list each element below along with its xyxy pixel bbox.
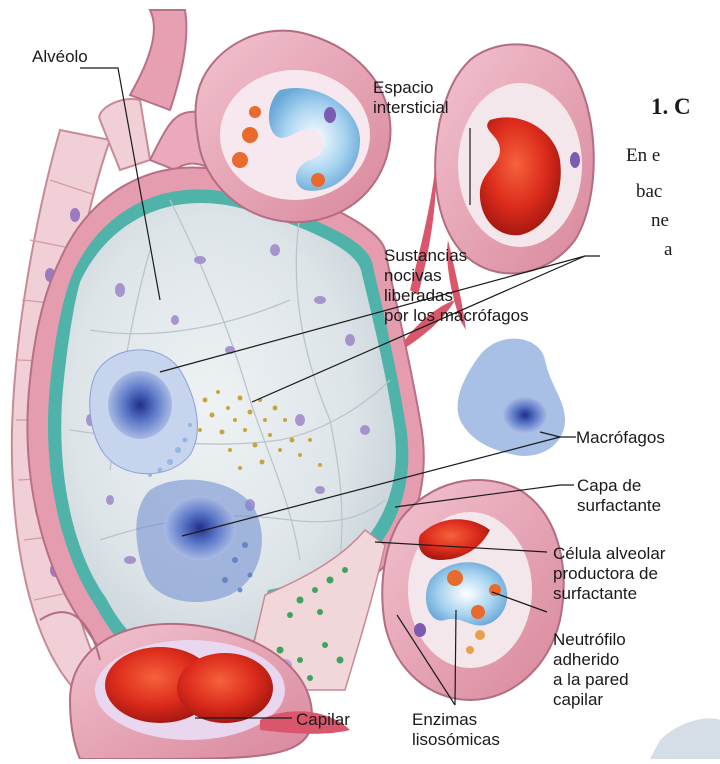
- label-sustancias-nocivas: Sustancias nocivas liberadas por los mac…: [384, 246, 529, 326]
- label-espacio-intersticial: Espacio intersticial: [373, 78, 449, 118]
- macrophage-free: [458, 339, 565, 456]
- capillary-top-right: [435, 44, 594, 273]
- label-neutrofilo: Neutrófilo adherido a la pared capilar: [553, 630, 629, 710]
- body-line-4: a: [664, 239, 672, 261]
- label-enzimas-lisosomicas: Enzimas lisosómicas: [412, 710, 500, 750]
- label-capilar: Capilar: [296, 710, 350, 730]
- body-line-2: bac: [636, 181, 662, 203]
- section-heading: 1. C: [651, 94, 691, 120]
- label-capa-surfactante: Capa de surfactante: [577, 476, 661, 516]
- label-celula-alveolar: Célula alveolar productora de surfactant…: [553, 544, 665, 604]
- macrophage-lower: [136, 480, 262, 602]
- capillary-top: [195, 31, 390, 222]
- body-line-1: En e: [626, 145, 660, 167]
- capillary-right: [382, 480, 563, 700]
- label-macrofagos: Macrófagos: [576, 428, 665, 448]
- body-line-3: ne: [651, 210, 669, 232]
- label-alveolo: Alvéolo: [32, 47, 88, 67]
